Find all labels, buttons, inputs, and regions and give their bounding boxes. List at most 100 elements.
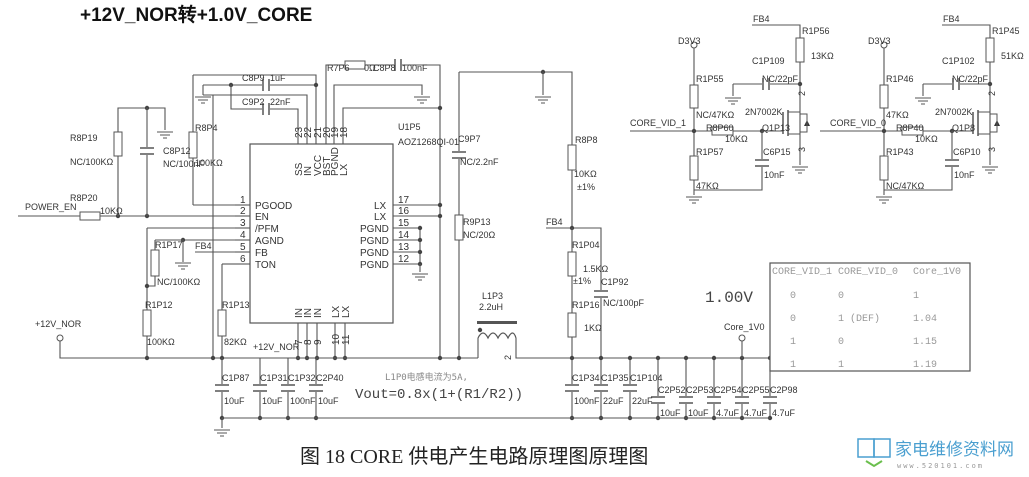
source-pin-number: 3	[987, 147, 997, 152]
c9p7-ref: C9P7	[458, 134, 481, 144]
cap-value: 22uF	[603, 396, 624, 406]
r1p17-ref: R1P17	[155, 240, 183, 250]
pin-number: 19	[330, 126, 341, 138]
resistor-symbol	[188, 131, 198, 159]
cap-gap	[735, 396, 749, 404]
fb4-net: FB4	[753, 14, 770, 24]
drain-pin-number: 2	[987, 91, 997, 96]
pin-name-lx: LX	[374, 212, 387, 223]
table-cell: 0	[790, 314, 796, 325]
c8p9-ref: C8P9	[242, 73, 265, 83]
pin-number: 3	[240, 218, 246, 229]
ground-icon	[876, 196, 892, 204]
cap-value: 100nF	[574, 396, 600, 406]
table-cell: 1	[913, 291, 919, 302]
fb4-net-mid: FB4	[546, 217, 563, 227]
cap-gap	[945, 159, 959, 167]
pin-number: 1	[240, 195, 246, 206]
r8p8-ref: R8P8	[575, 135, 598, 145]
pin-name-vcc: VCC	[313, 155, 324, 176]
ground-icon	[214, 429, 230, 437]
cap-gap	[763, 396, 777, 404]
r1p12-ref: R1P12	[145, 300, 173, 310]
pin-name-lx: LX	[339, 163, 350, 176]
wire	[546, 227, 602, 358]
diode-wire	[800, 113, 808, 133]
r1p04-tol: ±1%	[573, 276, 591, 286]
table-cell: 1.19	[913, 360, 937, 371]
cap-gap	[679, 396, 693, 404]
wire	[333, 84, 423, 144]
pin-name-bst: BST	[322, 157, 333, 176]
resistor-symbol	[79, 211, 101, 221]
pin-number: 20	[322, 126, 333, 138]
r-bot-ref: R1P43	[886, 147, 914, 157]
vout-formula: Vout=0.8x(1+(R1/R2))	[355, 387, 523, 403]
cap-gap	[952, 77, 960, 91]
resistor-symbol	[567, 312, 577, 338]
v12-net-label: +12V_NOR	[35, 319, 82, 329]
figure-caption: 图 18 CORE 供电产生电路原理图原理图	[300, 445, 648, 468]
cap-ref: C1P34	[572, 373, 600, 383]
cap-fb-value: NC/22pF	[952, 74, 989, 84]
v12-test-point	[56, 334, 64, 342]
fb4-net: FB4	[943, 14, 960, 24]
r-top-value: NC/47KΩ	[696, 110, 735, 120]
r-top-ref: R1P46	[886, 74, 914, 84]
pin-number: 15	[398, 218, 410, 229]
fb4-net-left: FB4	[195, 241, 212, 251]
junction-dot	[437, 213, 443, 219]
cap-ref: C2P40	[316, 373, 344, 383]
inductor-current-note: L1P0电感电流为5A,	[385, 371, 468, 383]
mosfet-2n7002k-icon	[782, 110, 810, 136]
l1p3-ref: L1P3	[482, 291, 503, 301]
junction-dot	[437, 202, 443, 208]
junction-dot	[144, 355, 150, 361]
fet-ref: Q1P13	[762, 123, 790, 133]
table-cell: 1 (DEF)	[838, 313, 880, 325]
cap-fb-value: NC/22pF	[762, 74, 799, 84]
junction-dot	[477, 327, 483, 333]
junction-dot	[711, 355, 717, 361]
table-cell: 1	[790, 337, 796, 348]
pin-name-pgnd: PGND	[330, 147, 341, 176]
cap-fb-ref: C1P109	[752, 56, 785, 66]
cap-gap	[565, 384, 579, 392]
r9p13-value: NC/20Ω	[463, 230, 496, 240]
resistor-symbol	[689, 84, 699, 109]
wire	[193, 74, 317, 144]
cap-value: 10nF	[954, 170, 975, 180]
cap-ref: C2P98	[770, 385, 798, 395]
r8p8-value: 10KΩ	[574, 169, 597, 179]
c9p2-ref: C9P2	[242, 97, 265, 107]
junction-dot	[655, 355, 661, 361]
core-1v0-net: Core_1V0	[724, 322, 765, 332]
junction-dot	[417, 237, 423, 243]
cap-value: 4.7uF	[744, 408, 768, 418]
table-cell: 1	[790, 360, 796, 371]
cap-ref: C2P53	[686, 385, 714, 395]
pin-name-ss: SS	[294, 162, 305, 176]
r-bot-ref: R1P57	[696, 147, 724, 157]
inductor-pin-2: 2	[503, 355, 513, 360]
cap-ref: C2P54	[714, 385, 742, 395]
pin-number: 13	[398, 242, 410, 253]
cap-fb-ref: C1P102	[942, 56, 975, 66]
ground-icon	[915, 97, 931, 105]
junction-dot	[437, 105, 443, 111]
table-header: CORE_VID_0	[838, 267, 898, 278]
inductor-core	[477, 321, 517, 324]
r8p20-value: 10KΩ	[100, 206, 123, 216]
resistor-symbol	[901, 126, 924, 136]
r8p4-ref: R8P4	[195, 123, 218, 133]
cap-value: 10uF	[660, 408, 681, 418]
vid-circuit-0: D3V3 FB4 CORE_VID_0 R1P46 47KΩ R8P40 10K…	[830, 14, 1024, 191]
pin-number: 5	[240, 242, 246, 253]
pin-name-pgnd: PGND	[360, 236, 389, 247]
table-header: CORE_VID_1	[772, 267, 832, 278]
ground-icon	[157, 131, 173, 139]
resistor-symbol	[689, 155, 699, 181]
resistor-symbol	[567, 251, 577, 277]
junction-dot	[313, 82, 319, 88]
